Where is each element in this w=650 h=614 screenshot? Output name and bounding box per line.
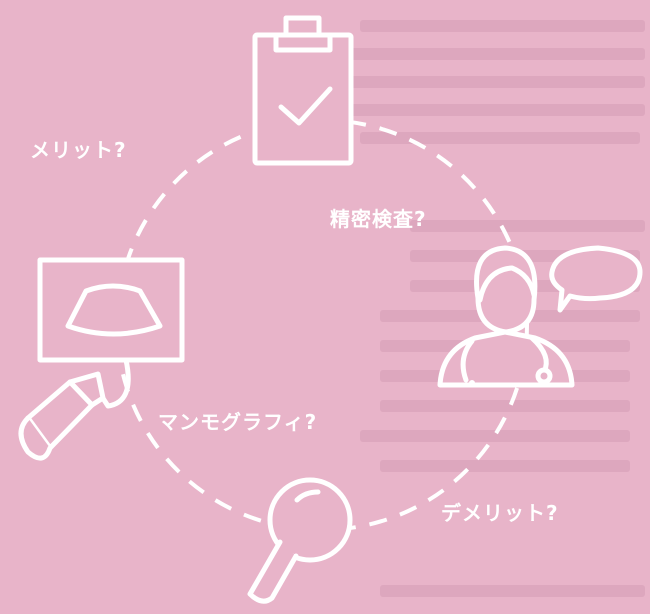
demerit-label: デメリット? (441, 501, 559, 525)
speech-bubble-icon (549, 245, 643, 313)
magnifier-icon (247, 477, 353, 604)
detailed-exam-label: 精密検査? (330, 207, 427, 231)
doctor-icon (437, 245, 575, 388)
ultrasound-monitor-icon (37, 257, 185, 363)
clipboard-check-icon (252, 15, 354, 166)
mammography-label: マンモグラフィ? (158, 410, 318, 434)
merit-label: メリット? (30, 138, 127, 162)
ultrasound-probe-icon (18, 357, 131, 461)
